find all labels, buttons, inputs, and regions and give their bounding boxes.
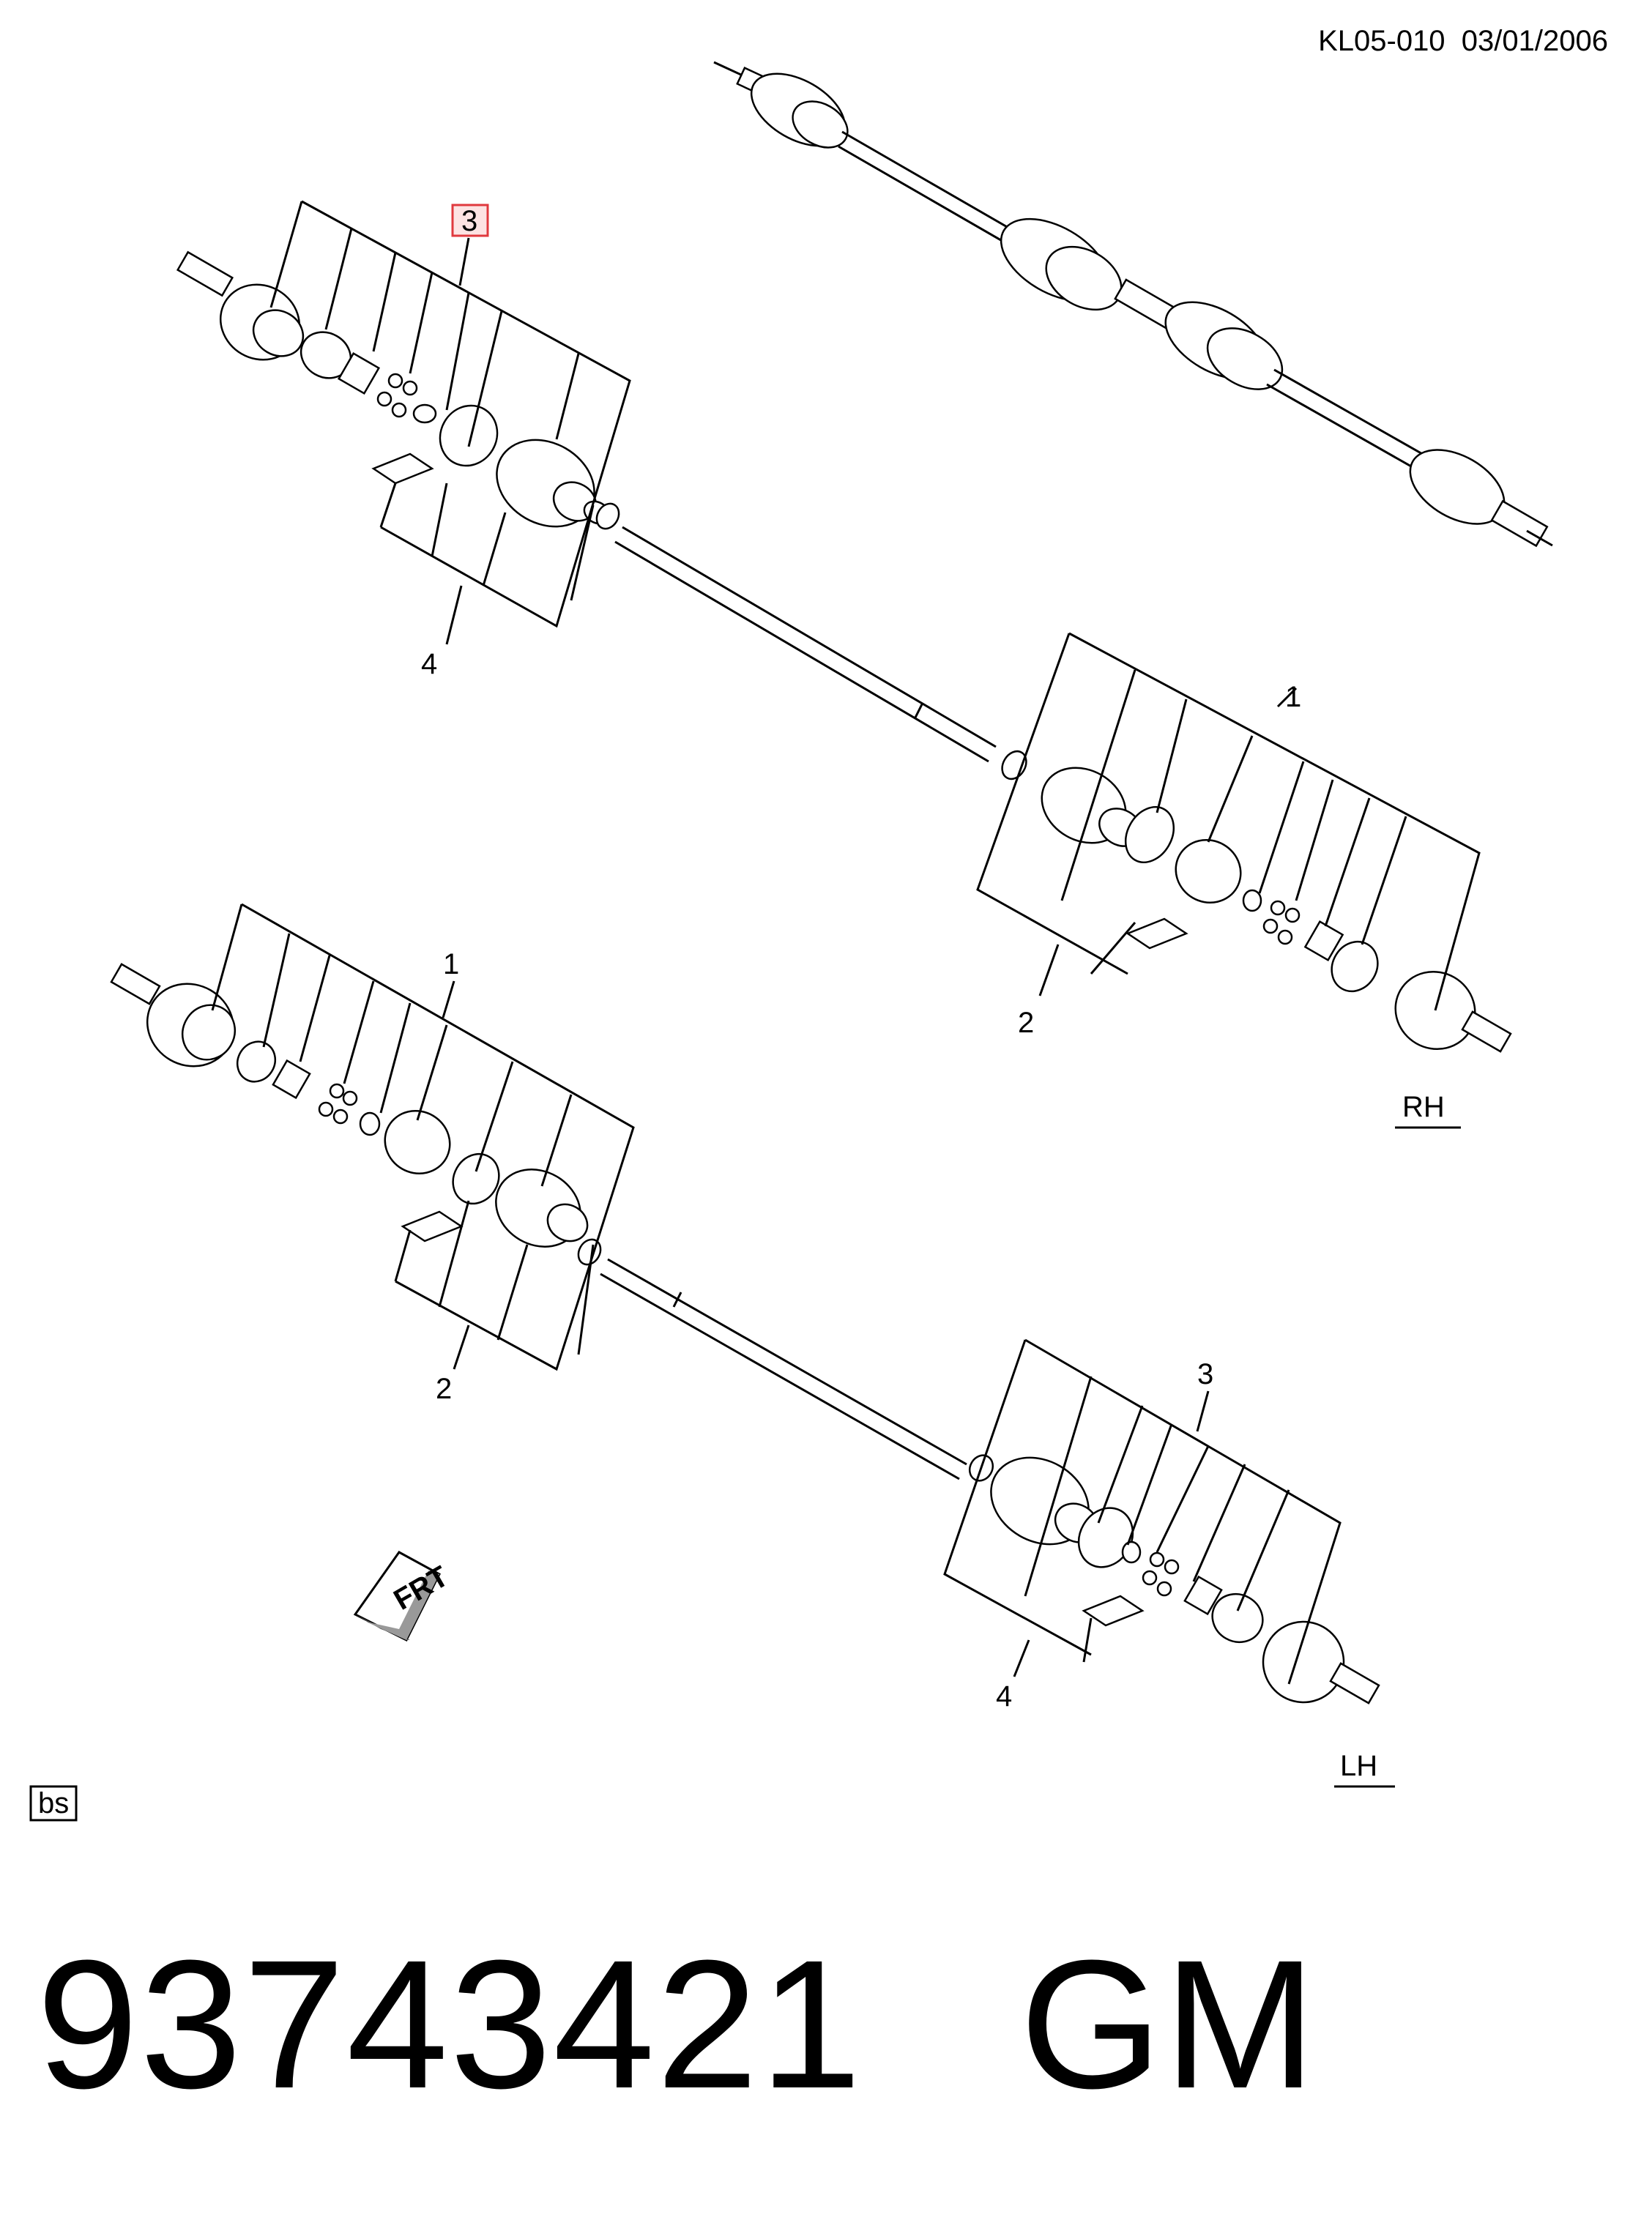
complete-shaft-assembly [713, 61, 1553, 548]
drawing-code: KL05-010 [1318, 25, 1446, 57]
front-direction-arrow: FRT [353, 1551, 454, 1642]
rh-callout-4: 4 [421, 648, 437, 680]
lh-callout-1: 1 [443, 948, 459, 980]
rh-callout-2: 2 [1018, 1007, 1034, 1039]
drawing-date: 03/01/2006 [1461, 25, 1608, 57]
lh-side-label: LH [1334, 1750, 1395, 1788]
part-number-footer: 93743421 GM [37, 1933, 1317, 2116]
lh-label-text: LH [1340, 1750, 1377, 1782]
drawing-reference-header: KL05-010 03/01/2006 [1318, 25, 1608, 58]
bs-stamp-text: bs [38, 1787, 69, 1819]
brand-name: GM [1019, 1922, 1318, 2126]
lh-callout-3: 3 [1197, 1358, 1213, 1390]
lh-callout-4: 4 [996, 1680, 1012, 1713]
rh-label-text: RH [1402, 1091, 1445, 1123]
lh-shaft [600, 1258, 967, 1480]
part-number: 93743421 [37, 1922, 863, 2126]
lh-inner-joint-group: 1 2 [110, 903, 635, 1405]
rh-callout-1: 1 [1285, 681, 1301, 713]
bs-stamp: bs [29, 1785, 78, 1822]
rh-side-label: RH [1395, 1091, 1461, 1129]
rh-outer-joint-group: 3 4 [176, 200, 631, 680]
lh-callout-2: 2 [436, 1373, 452, 1405]
rh-inner-joint-group: 1 2 [976, 632, 1512, 1053]
lh-outer-joint-group: 3 4 [943, 1338, 1380, 1713]
rh-shaft [614, 526, 997, 763]
rh-callout-3: 3 [461, 205, 477, 237]
